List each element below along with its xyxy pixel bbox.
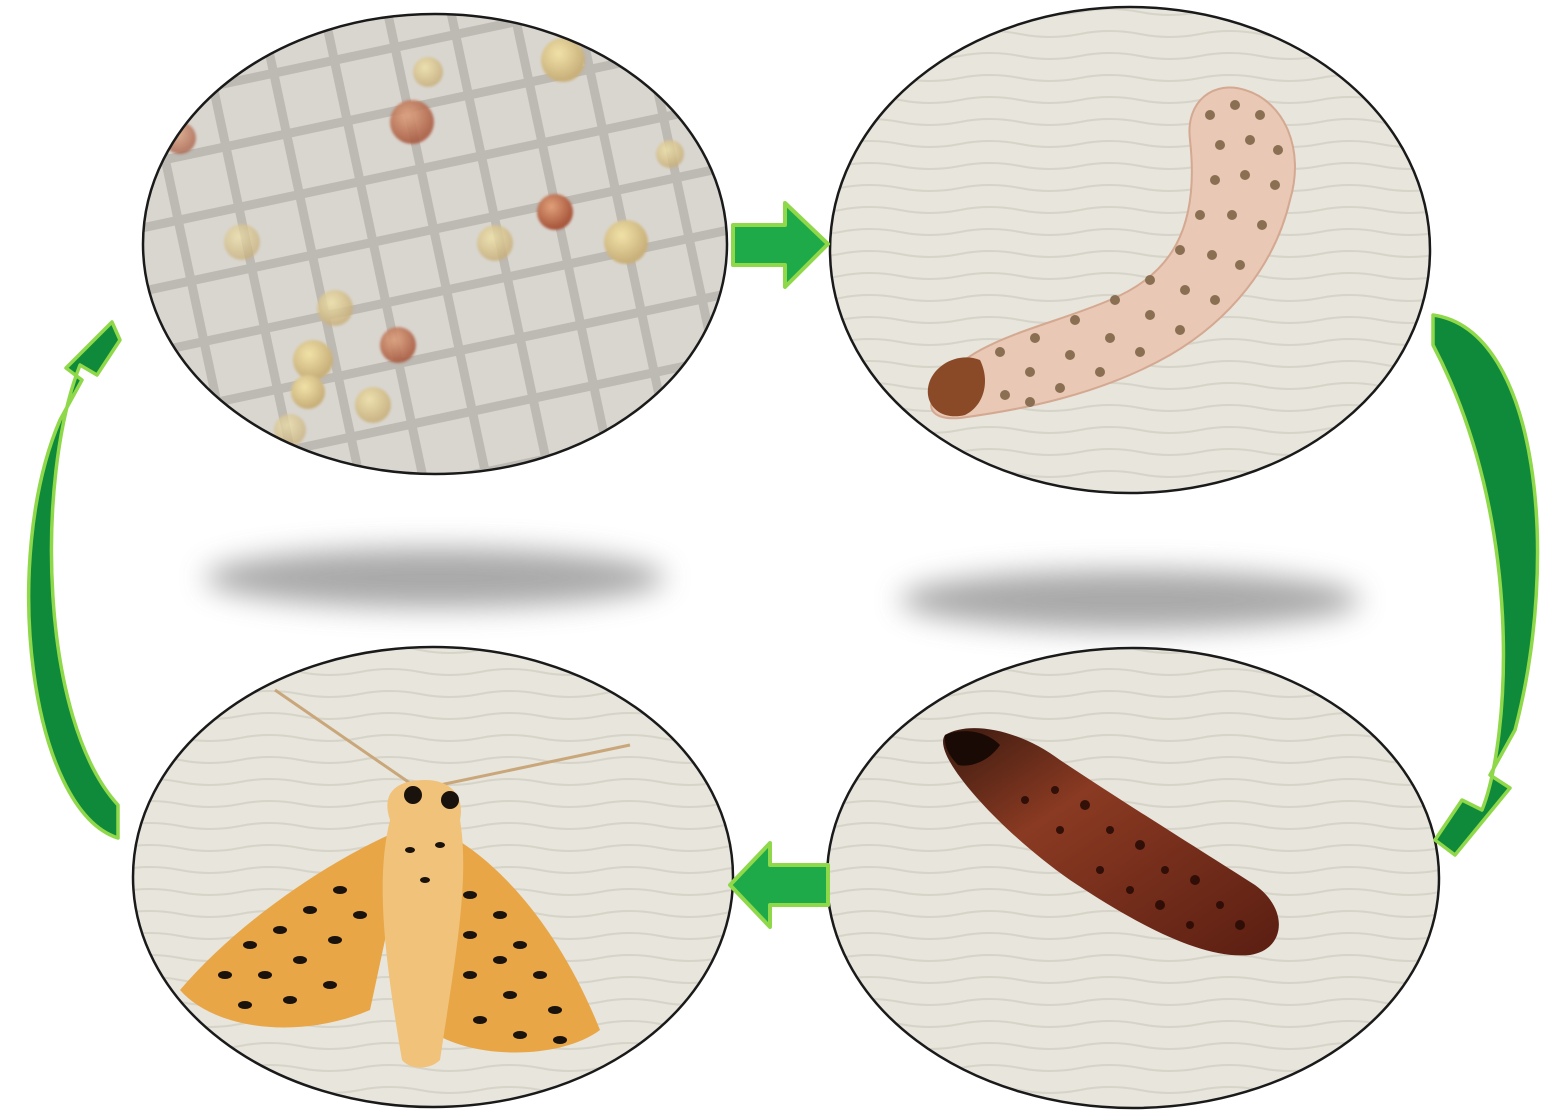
stage-pupa xyxy=(825,645,1443,1110)
shadow-left xyxy=(205,548,665,608)
curved-arrow-up-icon xyxy=(29,322,120,838)
stage-adult xyxy=(130,645,736,1110)
shadow-right xyxy=(900,570,1360,630)
arrow-left-icon xyxy=(730,843,828,927)
curved-arrow-down-icon xyxy=(1433,315,1538,855)
arrow-right-icon xyxy=(733,203,828,287)
stage-egg xyxy=(140,10,730,480)
stage-larva xyxy=(828,5,1433,495)
